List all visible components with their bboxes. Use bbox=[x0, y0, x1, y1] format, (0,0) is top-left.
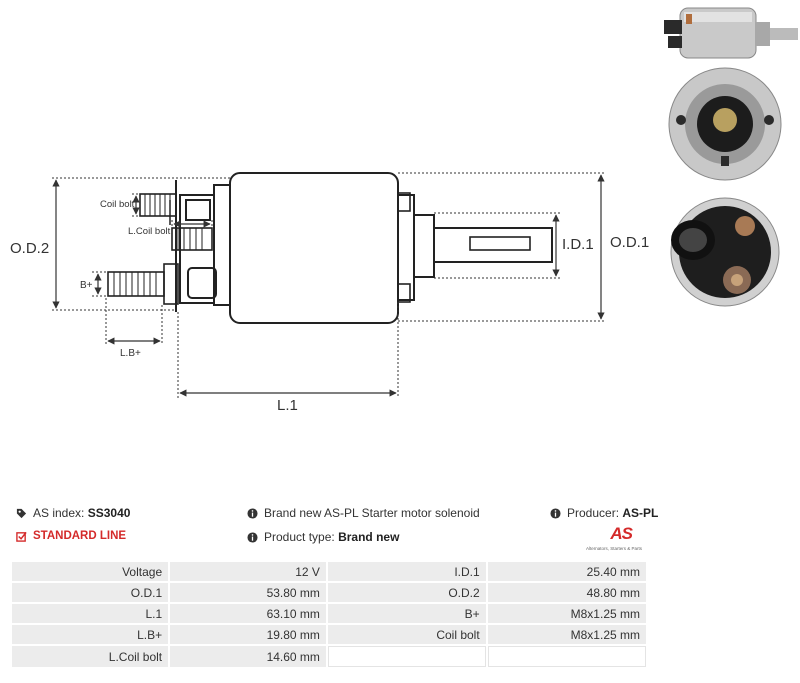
product-photo-front bbox=[668, 67, 782, 181]
spec-label: L.Coil bolt bbox=[12, 646, 169, 667]
product-type-value: Brand new bbox=[338, 530, 400, 544]
standard-line-label: STANDARD LINE bbox=[33, 530, 127, 542]
product-description: Brand new AS-PL Starter motor solenoid bbox=[247, 506, 480, 520]
solenoid-body-outline bbox=[169, 172, 553, 324]
lcoil-bolt-label: L.Coil bolt bbox=[128, 226, 171, 237]
info-icon bbox=[247, 531, 258, 543]
as-index: AS index: SS3040 bbox=[16, 506, 130, 520]
spec-value: 19.80 mm bbox=[170, 625, 326, 644]
bplus-label: B+ bbox=[80, 280, 93, 291]
description-text: Brand new AS-PL Starter motor solenoid bbox=[264, 506, 480, 520]
coil-bolt bbox=[139, 193, 213, 251]
checkbox-icon bbox=[16, 531, 27, 542]
spec-value bbox=[487, 646, 646, 667]
spec-label bbox=[327, 646, 486, 667]
producer: Producer: AS-PL bbox=[550, 506, 658, 520]
product-photo-side bbox=[664, 7, 798, 59]
spec-value: 12 V bbox=[170, 562, 326, 581]
spec-value: 63.10 mm bbox=[170, 604, 326, 623]
spec-label: Voltage bbox=[12, 562, 169, 581]
info-icon bbox=[247, 507, 258, 519]
as-pl-logo: AS Alternators, Starters & Parts bbox=[586, 524, 650, 554]
b-plus-bolt bbox=[107, 263, 179, 305]
spec-value: 53.80 mm bbox=[170, 583, 326, 602]
logo-mark: AS bbox=[610, 524, 633, 543]
info-icon bbox=[550, 507, 561, 519]
spec-label: I.D.1 bbox=[327, 562, 486, 581]
spec-value: 14.60 mm bbox=[170, 646, 326, 667]
technical-drawing: O.D.2 O.D.1 I.D.1 L.1 Coil bolt L.Coil b… bbox=[10, 172, 649, 414]
lbplus-label: L.B+ bbox=[120, 348, 141, 359]
l1-label: L.1 bbox=[277, 397, 298, 414]
as-index-label: AS index: bbox=[33, 506, 85, 520]
spec-label: O.D.2 bbox=[327, 583, 486, 602]
logo-tagline: Alternators, Starters & Parts bbox=[586, 546, 643, 551]
spec-value: 48.80 mm bbox=[487, 583, 646, 602]
product-type-label: Product type: bbox=[264, 530, 335, 544]
id1-label: I.D.1 bbox=[562, 236, 594, 253]
spec-label: L.1 bbox=[12, 604, 169, 623]
spec-value: M8x1.25 mm bbox=[487, 604, 646, 623]
coil-bolt-label: Coil bolt bbox=[100, 199, 135, 210]
standard-line: STANDARD LINE bbox=[16, 530, 126, 542]
tag-icon bbox=[16, 508, 27, 518]
producer-label: Producer: bbox=[567, 506, 620, 520]
product-type: Product type: Brand new bbox=[247, 530, 399, 544]
spec-label: L.B+ bbox=[12, 625, 169, 644]
product-photo-terminals bbox=[670, 197, 780, 307]
od1-label: O.D.1 bbox=[610, 234, 649, 251]
spec-label: Coil bolt bbox=[327, 625, 486, 644]
spec-value: 25.40 mm bbox=[487, 562, 646, 581]
od2-label: O.D.2 bbox=[10, 240, 49, 257]
producer-value: AS-PL bbox=[622, 506, 659, 520]
spec-label: B+ bbox=[327, 604, 486, 623]
spec-label: O.D.1 bbox=[12, 583, 169, 602]
as-index-value: SS3040 bbox=[87, 506, 131, 520]
spec-value: M8x1.25 mm bbox=[487, 625, 646, 644]
